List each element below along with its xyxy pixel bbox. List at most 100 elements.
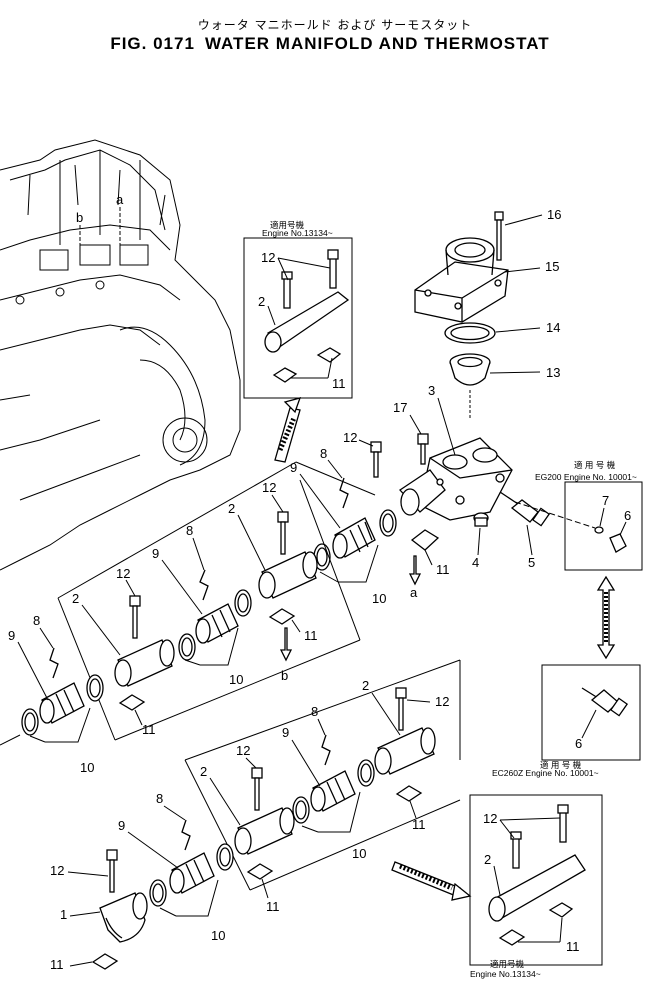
label-11-mid-b: 11 (142, 722, 156, 737)
engine-block (0, 139, 241, 571)
inset-arrow-top-left (274, 397, 302, 463)
label-2-upper-mid: 2 (228, 501, 235, 516)
label-11-lower-b: 11 (266, 899, 280, 914)
bolt-12-mid-a (277, 511, 289, 555)
label-4: 4 (472, 555, 479, 570)
label-17: 17 (393, 400, 407, 415)
label-10-left: 10 (80, 760, 94, 775)
label-3: 3 (428, 383, 435, 398)
label-12-mid-a: 12 (262, 480, 276, 495)
label-9-bottom-left: 9 (118, 818, 125, 833)
label-12-bottom-left: 12 (50, 863, 64, 878)
label-8-lower-a: 8 (311, 704, 318, 719)
spring-clip-8-lower-a (321, 734, 331, 766)
label-2-inset-br: 2 (484, 852, 491, 867)
label-7: 7 (602, 493, 609, 508)
gasket-14 (444, 322, 496, 344)
label-11-mid-a: 11 (304, 628, 318, 643)
inset-top-left: 適用号機 Engine No.13134~ (243, 220, 353, 399)
label-11-inset-tl: 11 (332, 376, 346, 391)
label-9-lower-a: 9 (282, 725, 289, 740)
label-6-mid: 6 (575, 736, 582, 751)
japanese-subtitle: ウォータ マニホールド および サーモスタット (197, 18, 473, 32)
ref-mark-b: b (281, 668, 288, 683)
sleeve-9-lower-a (310, 770, 356, 812)
label-12-upper-mid: 12 (343, 430, 357, 445)
label-11-bottom-left: 11 (50, 957, 64, 972)
label-10-bottom-left: 10 (211, 928, 225, 943)
sleeve-9-left (39, 682, 85, 724)
flange-gasket-11-top (410, 529, 440, 551)
label-2-inset-tl: 2 (258, 294, 265, 309)
spring-clip-8-bottom-left (181, 819, 191, 851)
sleeve-9-mid-b (195, 603, 239, 644)
label-10-lower-a: 10 (352, 846, 366, 861)
label-10-mid-b: 10 (229, 672, 243, 687)
pipe-2-lower-a (374, 727, 436, 775)
inset-right-mid-jp: 適 用 号 機 (540, 760, 582, 770)
bolt-12-lower-b (251, 767, 263, 811)
label-12-mid-b: 12 (116, 566, 130, 581)
label-2-mid-b: 2 (72, 591, 79, 606)
label-13: 13 (546, 365, 560, 380)
label-12-inset-br: 12 (483, 811, 497, 826)
bolt-12-lower-a (395, 687, 407, 731)
flange-11-lower-a (395, 785, 423, 802)
label-5: 5 (528, 555, 535, 570)
inset-arrow-bottom-right (391, 861, 472, 901)
bolt-17 (417, 433, 429, 465)
bolt-12-upper-mid (370, 441, 382, 478)
thermostat-13 (449, 353, 491, 420)
label-8-bottom-left: 8 (156, 791, 163, 806)
label-11-inset-br: 11 (566, 939, 580, 954)
flange-11-lower-b (246, 863, 274, 880)
flange-11-mid-a (268, 608, 296, 625)
figure-number: FIG. 0171 (110, 34, 195, 53)
pipe-2-upper-mid (258, 551, 318, 599)
inset-right-top: 適 用 号 機 EG200 Engine No. 10001~ (535, 460, 643, 571)
figure-name: WATER MANIFOLD AND THERMOSTAT (204, 34, 550, 53)
inset-bottom-right-engine: Engine No.13134~ (470, 969, 541, 979)
label-11-top: 11 (436, 562, 450, 577)
inset-bottom-right-jp: 適用号機 (490, 959, 525, 969)
label-16: 16 (547, 207, 561, 222)
inset-right-mid: EC260Z Engine No. 10001~ 適 用 号 機 (492, 664, 641, 778)
spring-clip-8-mid-b (199, 569, 209, 601)
bolt-12-mid-b (129, 595, 141, 639)
label-8-left: 8 (33, 613, 40, 628)
flange-11-bottom-left (91, 953, 119, 970)
ref-mark-b-engine: b (76, 210, 83, 225)
inset-right-mid-engine: EC260Z Engine No. 10001~ (492, 768, 599, 778)
label-12-lower-a: 12 (435, 694, 449, 709)
label-9-left: 9 (8, 628, 15, 643)
thermostat-housing-3 (399, 437, 513, 521)
sensor-5 (499, 491, 551, 527)
seal-ring-bottom-left (149, 843, 234, 907)
inset-right-top-jp: 適 用 号 機 (574, 460, 616, 470)
label-9-mid-b: 9 (152, 546, 159, 561)
ref-mark-a: a (410, 585, 418, 600)
label-15: 15 (545, 259, 559, 274)
seal-ring-mid-b (178, 589, 252, 661)
double-arrow-right (596, 575, 616, 660)
label-1: 1 (60, 907, 67, 922)
label-8-mid-b: 8 (186, 523, 193, 538)
inset-right-top-engine: EG200 Engine No. 10001~ (535, 472, 637, 482)
label-14: 14 (546, 320, 560, 335)
label-2-lower-b: 2 (200, 764, 207, 779)
flange-11-mid-b (118, 694, 146, 711)
label-12-inset-tl: 12 (261, 250, 275, 265)
label-11-lower-a: 11 (412, 817, 426, 832)
label-9-upper-mid: 9 (290, 460, 297, 475)
inset-bottom-right: 適用号機 Engine No.13134~ (469, 794, 603, 979)
sleeve-9-bottom-left (169, 852, 215, 894)
label-10-upper-mid: 10 (372, 591, 386, 606)
seal-ring-left (21, 674, 104, 736)
seal-ring-lower-a (292, 759, 375, 824)
label-2-lower-a: 2 (362, 678, 369, 693)
bolt-12-bottom-left (106, 849, 118, 893)
spring-clip-8-upper-mid (339, 477, 349, 509)
inset-top-left-jp: 適用号機 (270, 220, 305, 230)
label-8-upper-mid: 8 (320, 446, 327, 461)
